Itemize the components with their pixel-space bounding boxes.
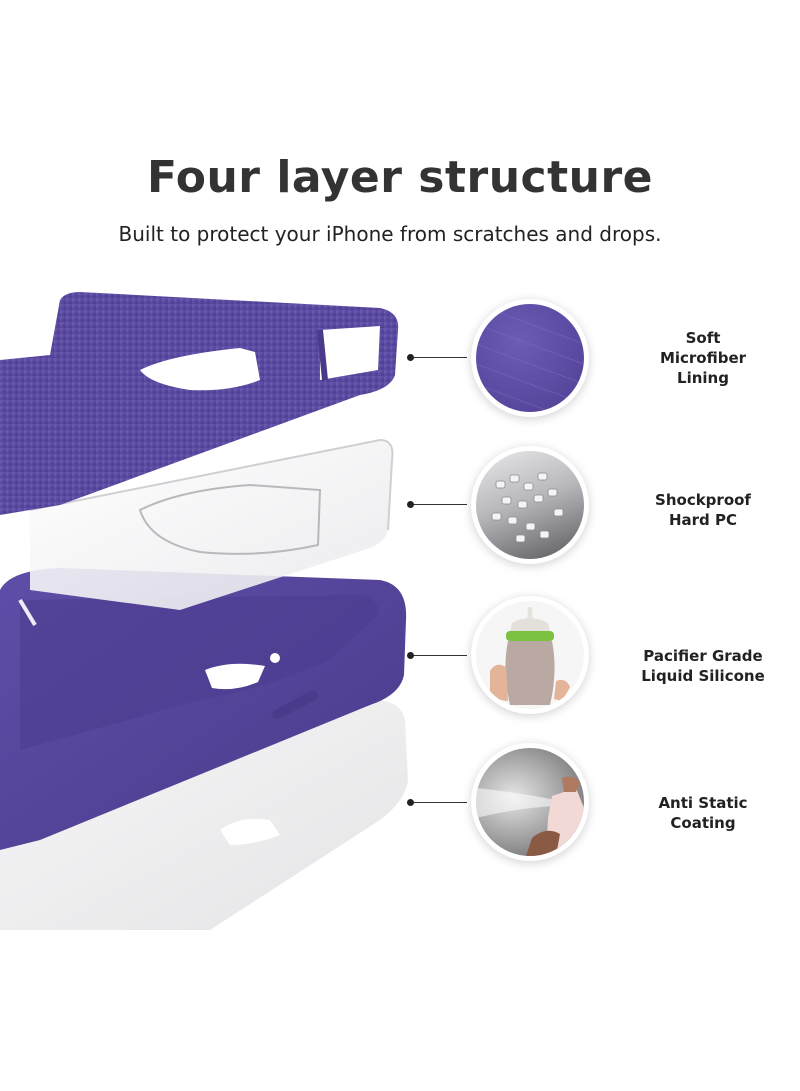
baby-bottle-icon — [490, 607, 570, 705]
phone-case-layers-graphic — [0, 292, 408, 930]
layer-label-microfiber: Soft Microfiber Lining — [659, 329, 747, 387]
fabric-texture-icon — [476, 304, 584, 412]
connector-dot — [407, 799, 414, 806]
baby-bottle-image — [471, 596, 589, 714]
connector-line-1 — [407, 354, 467, 361]
spray-coating-image — [471, 743, 589, 861]
spray-mist-icon — [476, 776, 584, 856]
pc-pellets-image — [471, 446, 589, 564]
connector-dot — [407, 652, 414, 659]
page-title: Four layer structure — [146, 152, 654, 203]
page-subtitle: Built to protect your iPhone from scratc… — [118, 222, 662, 246]
pellets-icon — [491, 472, 564, 543]
connector-dot — [407, 501, 414, 508]
exploded-case-illustration: Soft Microfiber Lining Shockproof Hard P… — [0, 280, 800, 940]
layer-label-liquid-silicone: Pacifier Grade Liquid Silicone — [641, 647, 765, 685]
layer-liquid-silicone-purple — [0, 568, 407, 850]
connector-line-3 — [407, 652, 467, 659]
microfiber-texture-image — [471, 299, 589, 417]
layer-label-anti-static: Anti Static Coating — [658, 794, 748, 832]
connector-line-4 — [407, 799, 467, 806]
connector-line-2 — [407, 501, 467, 508]
layer-hard-pc-clear — [29, 438, 394, 610]
layer-microfiber-purple — [0, 292, 399, 515]
layer-label-hard-pc: Shockproof Hard PC — [655, 491, 751, 529]
connector-dot — [407, 354, 414, 361]
